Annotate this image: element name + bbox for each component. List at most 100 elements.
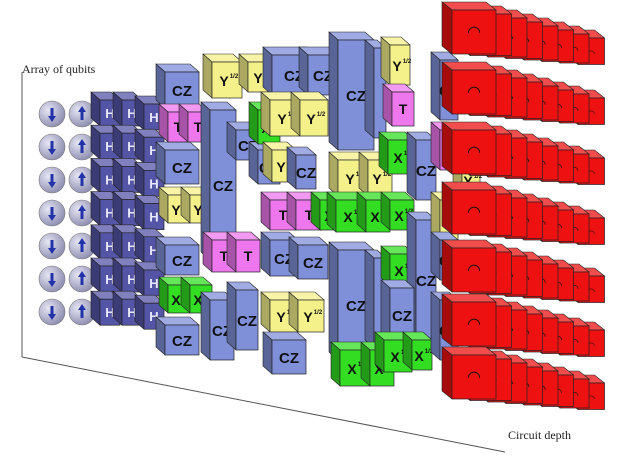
gate-cz-label: CZ [279,350,299,367]
gate-hadamard-label: H [149,143,158,158]
gate-cz: CZ [155,316,200,356]
measurement-icon: ◠ [571,391,579,402]
gate-sqrt-y-exponent: 1/2 [403,59,412,65]
gate-hadamard-label: H [149,243,158,258]
measurement-icon: ◠ [571,46,579,57]
measurement-gate: ◠ [441,239,497,293]
gate-hadamard-label: H [127,305,136,320]
gate-cz-label: CZ [296,165,316,182]
gate-cz: CZ [286,146,317,190]
gate-hadamard-label: H [149,210,158,225]
gate-hadamard-label: H [127,139,136,154]
measurement-icon: ◠ [571,166,579,177]
gate-hadamard: H [134,261,165,297]
gate-sqrt-y-label: Y [276,309,286,325]
gate-cz: CZ [155,236,200,276]
gate-hadamard-label: H [149,276,158,291]
gate-hadamard-label: H [127,206,136,221]
gate-t-label: T [305,207,314,223]
gate-sqrt-x-exponent: 1/2 [425,349,434,355]
measurement-gate: ◠ [441,346,497,400]
gate-cz-label: CZ [346,298,366,315]
qubit [38,298,66,326]
gate-t: T [226,231,261,273]
gate-cz-label: CZ [213,178,233,195]
measurement-icon: ◠ [468,369,481,386]
gate-cz: CZ [260,231,299,277]
measurement-icon: ◠ [571,226,579,237]
gate-sqrt-x: X1/2 [380,191,415,231]
gate-sqrt-x-label: X [370,209,380,225]
measurement-icon: ◠ [468,144,481,161]
qubit [38,232,66,260]
gate-cz-label: CZ [172,333,192,350]
measurement-gate: ◠ [441,181,497,235]
y-axis-label: Array of qubits [22,62,96,76]
qubit [68,100,96,128]
gate-hadamard-label: H [149,110,158,125]
gate-cz-label: CZ [313,68,333,85]
gate-hadamard-label: H [105,172,114,187]
gate-cz: CZ [262,331,307,375]
qubit [68,298,96,326]
gate-cz-label: CZ [416,163,436,180]
gate-hadamard-label: H [127,239,136,254]
gate-hadamard-label: H [127,172,136,187]
gate-cz: CZ [155,141,200,185]
gate-sqrt-y-label: Y [345,171,355,187]
gate-sqrt-y-exponent: 1/2 [474,174,483,180]
gate-hadamard-label: H [105,272,114,287]
gate-cz-label: CZ [172,253,192,270]
gate-hadamard-label: H [105,239,114,254]
gate-cz-label: CZ [172,160,192,177]
gate-cz-label: CZ [237,313,257,330]
gate-sqrt-y-label: Y [276,159,286,175]
gate-sqrt-x-label: X [394,208,404,224]
gate-sqrt-y-label: Y [193,202,203,218]
gate-sqrt-x-label: X [193,292,203,308]
gate-cz: CZ [288,236,329,280]
gate-t-label: T [399,101,408,117]
qubit [68,166,96,194]
measurement-icon: ◠ [571,338,579,349]
gate-sqrt-x-label: X [393,150,403,166]
measurement-gate: ◠ [441,293,497,347]
gate-hadamard-label: H [127,106,136,121]
gate-sqrt-y-label: Y [463,173,473,189]
gate-sqrt-x-label: X [414,348,424,364]
gate-sqrt-x: X1/2 [378,131,415,175]
gate-sqrt-y-exponent: 1/2 [230,74,239,80]
gate-hadamard-label: H [149,309,158,324]
measurement-icon: ◠ [588,286,595,296]
measurement-icon: ◠ [588,340,595,350]
gate-sqrt-x-label: X [171,292,181,308]
measurement-icon: ◠ [588,228,595,238]
measurement-icon: ◠ [468,84,481,101]
gate-cz-label: CZ [303,255,323,272]
gate-sqrt-y-label: Y [171,202,181,218]
gate-hadamard-label: H [127,272,136,287]
qubit [38,100,66,128]
measurement-gate: ◠ [441,121,497,175]
measurement-icon: ◠ [468,204,481,221]
gate-sqrt-x-label: X [343,209,353,225]
measurement-icon: ◠ [468,262,481,279]
qubit [38,166,66,194]
qubit [68,133,96,161]
gate-sqrt-y-label: Y [219,73,229,89]
measurement-gate: ◠ [441,61,497,115]
gate-sqrt-y-exponent: 1/2 [314,310,323,316]
gate-hadamard-label: H [105,106,114,121]
gate-sqrt-x-label: X [394,263,404,279]
gate-t-label: T [279,207,288,223]
gate-sqrt-x: X1/2 [356,191,391,233]
qubit [68,265,96,293]
gate-t: T [382,83,415,127]
qubit [38,265,66,293]
